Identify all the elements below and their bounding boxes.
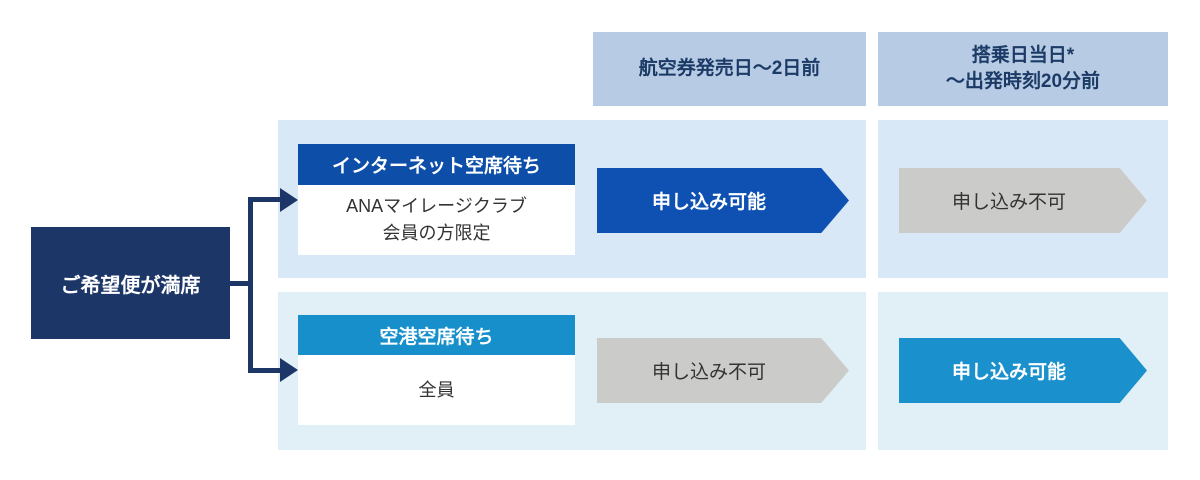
status-arrow-internet-dayof-unavailable: 申し込み不可 [899,168,1147,233]
method-eligibility-airport: 全員 [298,355,575,425]
arrowhead-top-icon [280,188,298,212]
connector-stub-line [230,281,250,286]
method-eligibility-internet: ANAマイレージクラブ 会員の方限定 [298,185,575,255]
arrowhead-bottom-icon [280,358,298,382]
eligibility-line1: 全員 [418,379,455,400]
column-header-presale-period: 航空券発売日～2日前 [593,32,866,106]
column-header-text: 航空券発売日～2日前 [638,58,821,79]
column-header-text-line2: ～出発時刻20分前 [945,71,1101,92]
method-title: インターネット空席待ち [331,156,541,177]
column-header-text-line1: 搭乗日当日* [971,45,1075,66]
method-title: 空港空席待ち [379,326,494,348]
status-arrow-airport-dayof-available: 申し込み可能 [899,338,1147,403]
status-arrow-internet-presale-available: 申し込み可能 [597,168,849,233]
connector-bottom-branch-line [248,368,282,373]
status-label: 申し込み可能 [951,362,1066,383]
status-arrow-airport-presale-unavailable: 申し込み不可 [597,338,849,403]
status-label: 申し込み不可 [651,362,766,383]
root-condition-box: ご希望便が満席 [31,227,230,339]
status-label: 申し込み可能 [651,192,766,213]
method-box-airport-standby: 空港空席待ち 全員 [298,315,575,425]
root-condition-label: ご希望便が満席 [60,274,201,297]
connector-vertical-line [248,197,253,373]
status-label: 申し込み不可 [951,192,1066,213]
connector-top-branch-line [248,197,282,202]
eligibility-line1: ANAマイレージクラブ [346,196,527,216]
column-header-departure-day: 搭乗日当日* ～出発時刻20分前 [878,32,1168,106]
method-header-internet-standby: インターネット空席待ち [298,144,575,185]
eligibility-line2: 会員の方限定 [382,223,491,243]
method-header-airport-standby: 空港空席待ち [298,315,575,355]
method-box-internet-standby: インターネット空席待ち ANAマイレージクラブ 会員の方限定 [298,144,575,255]
